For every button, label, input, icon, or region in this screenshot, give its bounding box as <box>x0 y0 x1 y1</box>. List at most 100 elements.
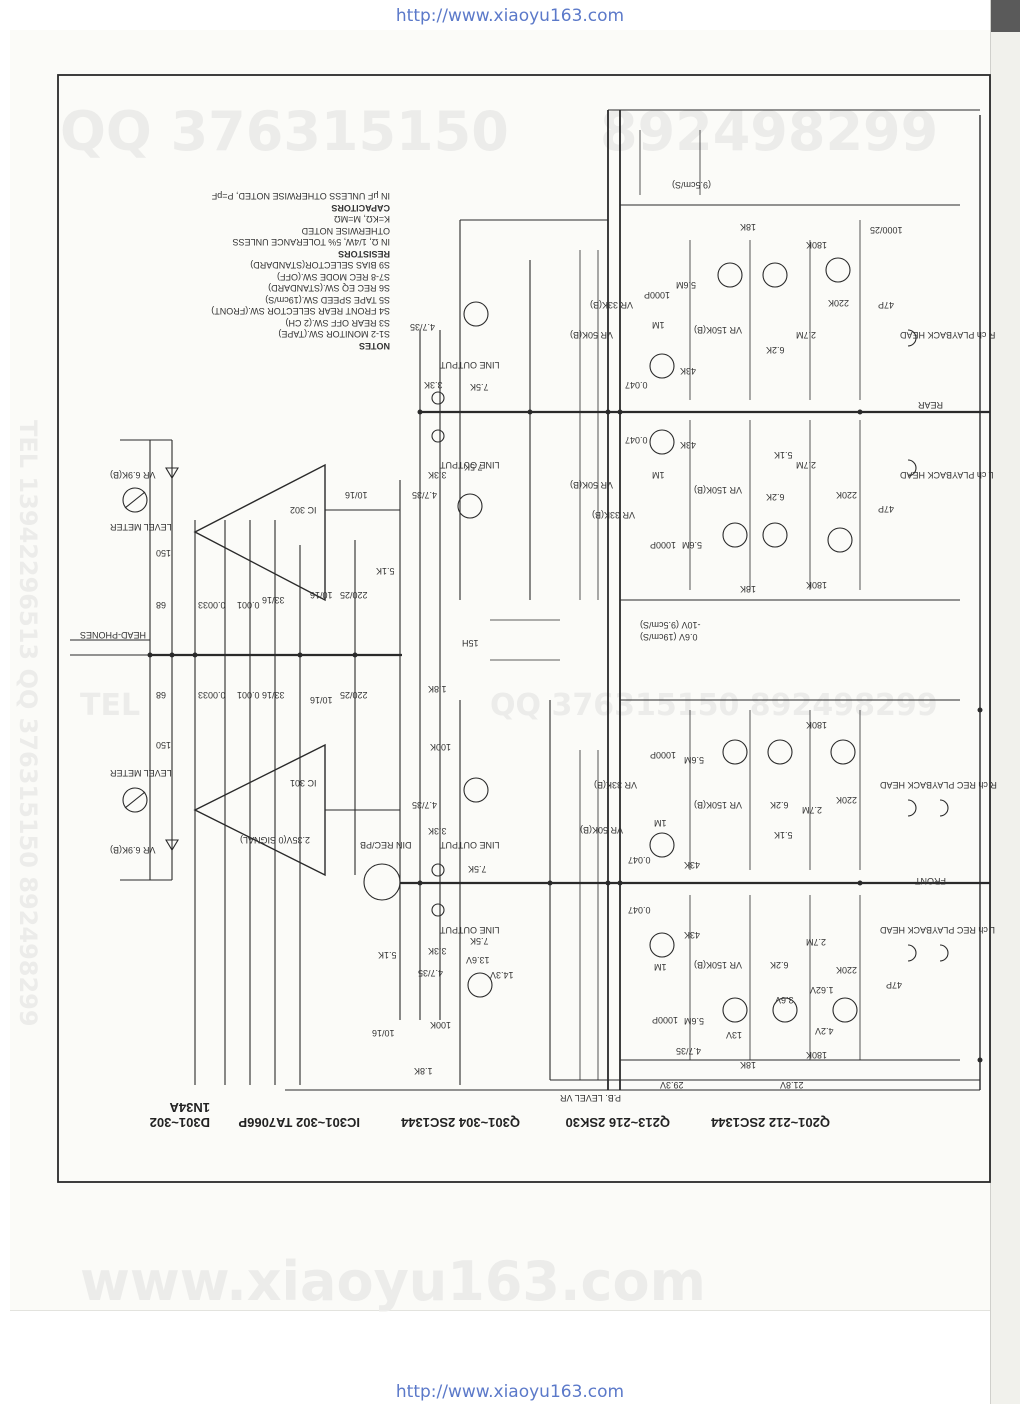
notes-item: S1-2 MONITOR SW.(TAPE) <box>278 329 390 340</box>
notes-item: S7-8 REC MODE SW.(OFF) <box>276 272 390 282</box>
resistors-note: K=KΩ, M=MΩ <box>334 214 390 225</box>
legend-ic301: IC301~302 TA7066P <box>238 1115 360 1130</box>
label-vr-33k-front: VR 33K(B) <box>594 780 638 790</box>
label-rch-playback-head: R ch PLAYBACK HEAD <box>900 330 996 340</box>
label-43k-d: 43K <box>684 930 701 940</box>
label-voltage-19cm: 0.6V (19cm/S) <box>640 632 698 642</box>
label-10-16-d: 10/16 <box>372 1028 395 1038</box>
label-rch-rec-playback-head: R ch REC PLAYBACK HEAD <box>880 780 997 790</box>
label-29v: 29.3V <box>660 1080 684 1090</box>
label-33-16-top: 33/16 <box>262 595 285 605</box>
label-3-6v: 3.6V <box>775 995 794 1005</box>
label-180k-d: 180K <box>806 1050 828 1060</box>
ic302-amplifier <box>193 463 326 602</box>
label-0-047-3: 0.047 <box>628 855 651 865</box>
label-220-25-bottom: 220/25 <box>340 690 368 700</box>
label-0-0033-bottom: 0.0033 <box>198 690 226 700</box>
label-5-6m-d: 5.6M <box>684 1016 705 1026</box>
label-vr-150k-3: VR 150K(B) <box>694 800 743 810</box>
legend-q213: Q213~216 2SK30 <box>565 1115 670 1130</box>
label-pb-level-vr: P.B. LEVEL VR <box>560 1093 622 1103</box>
label-47p-2: 47P <box>878 504 895 514</box>
label-6-2k-d: 6.2K <box>770 960 789 970</box>
label-2-7m-a: 2.7M <box>796 330 817 340</box>
label-7-5k-d: 7.5K <box>470 936 489 946</box>
label-6-2k-c: 6.2K <box>770 800 789 810</box>
label-ic301: IC 301 <box>290 778 317 788</box>
label-43k-c: 43K <box>684 860 701 870</box>
notes-item: S3 REAR OFF SW.(2 CH) <box>285 318 390 328</box>
line-output-jack-2 <box>431 429 445 443</box>
label-vr-50k-rear: VR 50K(B) <box>570 330 614 340</box>
label-rear: REAR <box>918 400 944 410</box>
label-13-6v: 13.6V <box>466 955 490 965</box>
label-4-7-35-d: 4.7/35 <box>418 968 444 978</box>
label-vr-6-9k-bottom: VR 6.9K(B) <box>110 845 156 855</box>
label-220k-a: 220K <box>828 298 850 308</box>
capacitors-note: IN μF UNLESS OTHERWISE NOTED, P=pF <box>211 191 390 202</box>
diagram-border <box>57 74 991 1183</box>
label-vr-150k-2: VR 150K(B) <box>694 485 743 495</box>
label-0-047-2: 0.047 <box>625 435 648 445</box>
page-edge-band <box>991 0 1020 32</box>
label-voltage-9cm: -10V (9.5cm/S) <box>640 620 701 630</box>
label-13v: 13V <box>726 1030 743 1040</box>
watermark-site: www.xiaoyu163.com <box>80 1250 706 1313</box>
label-68-top: 68 <box>156 600 167 610</box>
label-220-25-top: 220/25 <box>340 590 368 600</box>
watermark-url-bottom[interactable]: http://www.xiaoyu163.com <box>395 1382 625 1402</box>
label-head-phones: HEAD-PHONES <box>80 630 147 640</box>
label-0-047-1: 0.047 <box>625 380 648 390</box>
line-output-jack-3 <box>431 863 445 877</box>
label-4-7-35-b: 4.7/35 <box>412 490 438 500</box>
label-10-16-b: 10/16 <box>310 695 333 705</box>
label-7-5k-b: 7.5K <box>464 462 483 472</box>
notes-block: NOTES S1-2 MONITOR SW.(TAPE) S3 REAR OFF… <box>180 190 390 352</box>
label-3-3k-b: 3.3K <box>428 470 447 480</box>
meter-needle-bottom <box>124 791 146 809</box>
label-1000p-2: 1000P <box>650 540 677 550</box>
level-meter-top <box>122 487 148 513</box>
diode-d302 <box>165 467 179 480</box>
watermark-url-top[interactable]: http://www.xiaoyu163.com <box>395 6 625 26</box>
label-0-001-bottom: 0.001 <box>237 690 260 700</box>
label-line-output-3: LINE OUTPUT <box>440 840 500 850</box>
label-0-001-top: 0.001 <box>237 600 260 610</box>
label-5-6m-b: 5.6M <box>682 540 703 550</box>
line-output-jack-1 <box>431 391 445 405</box>
label-4-7-35-e: 4.7/35 <box>676 1046 702 1056</box>
level-meter-bottom <box>122 787 148 813</box>
label-5-1k-c: 5.1K <box>774 450 793 460</box>
label-9-5cm: (9.5cm/S) <box>672 180 712 190</box>
transistors <box>457 257 858 1023</box>
label-18k-c: 18K <box>740 1060 757 1070</box>
line-output-jack-4 <box>431 903 445 917</box>
label-150-bottom: 150 <box>156 740 172 750</box>
junction-dots <box>147 409 983 1063</box>
label-3-3k-d: 3.3K <box>428 946 447 956</box>
watermark-qq-mid: QQ 376315150 892498299 <box>490 688 938 723</box>
resistors-title: RESISTORS <box>338 249 390 259</box>
label-5-1k-a: 5.1K <box>376 566 395 576</box>
label-68-bottom: 68 <box>156 690 167 700</box>
label-1-62v: 1.62V <box>810 985 834 995</box>
label-180k-b: 180K <box>806 580 828 590</box>
watermark-tel-vertical: TEL 13942296513 QQ 376315150 892498299 <box>14 420 42 1027</box>
notes-title: NOTES <box>358 341 390 351</box>
diode-d301 <box>165 839 179 852</box>
notes-item: S5 TAPE SPEED SW.(19cm/S) <box>265 295 390 305</box>
label-7-5k-c: 7.5K <box>468 864 487 874</box>
label-220k-c: 220K <box>836 795 858 805</box>
label-4-7-35-a: 4.7/35 <box>410 322 436 332</box>
label-0-0033-top: 0.0033 <box>198 600 226 610</box>
legend-q201: Q201~212 2SC1344 <box>711 1115 830 1130</box>
label-5-6m-c: 5.6M <box>684 755 705 765</box>
watermark-qq: QQ 376315150 <box>60 100 509 163</box>
label-vr-150k-4: VR 150K(B) <box>694 960 743 970</box>
label-5-1k-d: 5.1K <box>774 830 793 840</box>
label-vr-6-9k-top: VR 6.9K(B) <box>110 470 156 480</box>
din-connector <box>363 863 401 901</box>
label-5-6m-a: 5.6M <box>676 280 697 290</box>
label-6-2k-b: 6.2K <box>766 492 785 502</box>
